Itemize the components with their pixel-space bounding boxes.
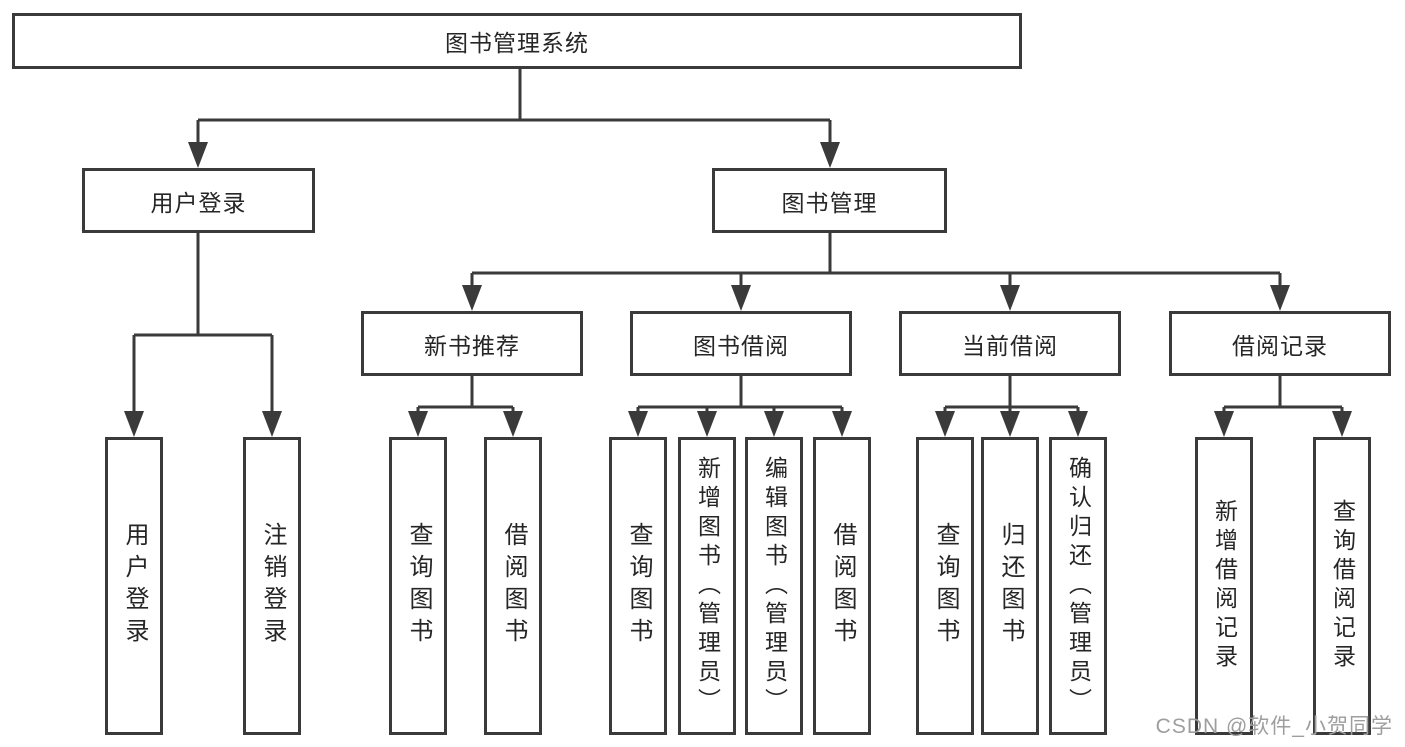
connector-root-to-level2: [188, 68, 840, 168]
node-leaf-logout: 注销登录: [243, 437, 301, 735]
node-leaf-confirm-return-admin-label: 确认归还（管理员）: [1065, 455, 1092, 717]
node-leaf-add-book-admin: 新增图书（管理员）: [678, 437, 736, 735]
node-leaf-add-book-admin-label: 新增图书（管理员）: [694, 455, 721, 717]
node-borrow-records: 借阅记录: [1169, 311, 1391, 376]
node-leaf-query-book-3-label: 查询图书: [932, 522, 959, 650]
node-leaf-borrow-book-1-label: 借阅图书: [500, 522, 527, 650]
node-user-login-module: 用户登录: [82, 168, 315, 233]
node-leaf-query-borrow-record-label: 查询借阅记录: [1329, 499, 1356, 673]
node-book-management-module: 图书管理: [712, 168, 947, 233]
node-book-borrow-label: 图书借阅: [693, 332, 789, 359]
node-leaf-borrow-book-2: 借阅图书: [813, 437, 871, 735]
node-new-book-recommend-label: 新书推荐: [424, 332, 520, 359]
node-leaf-edit-book-admin-label: 编辑图书（管理员）: [761, 455, 788, 717]
connector-borrow-to-leaves: [628, 376, 852, 437]
node-current-borrow-label: 当前借阅: [962, 332, 1058, 359]
node-leaf-user-login: 用户登录: [105, 437, 163, 735]
node-leaf-query-book-2: 查询图书: [609, 437, 667, 735]
connector-records-to-leaves: [1214, 376, 1352, 437]
csdn-watermark: CSDN @软件_小贺同学: [1155, 715, 1393, 738]
node-leaf-logout-label: 注销登录: [259, 522, 286, 650]
node-leaf-return-book-label: 归还图书: [997, 522, 1024, 650]
node-leaf-query-borrow-record: 查询借阅记录: [1313, 437, 1371, 735]
node-current-borrow: 当前借阅: [899, 311, 1121, 376]
node-root-system: 图书管理系统: [12, 13, 1022, 69]
node-new-book-recommend: 新书推荐: [361, 311, 583, 376]
node-leaf-add-borrow-record-label: 新增借阅记录: [1211, 499, 1238, 673]
node-root-system-label: 图书管理系统: [445, 30, 589, 56]
connector-userlogin-to-leaves: [124, 232, 282, 437]
node-leaf-query-book-3: 查询图书: [916, 437, 974, 735]
node-leaf-query-book-1-label: 查询图书: [405, 522, 432, 650]
node-user-login-module-label: 用户登录: [150, 189, 247, 216]
node-leaf-user-login-label: 用户登录: [121, 522, 148, 650]
node-book-management-module-label: 图书管理: [781, 189, 878, 216]
connector-bookmgmt-to-level3: [462, 233, 1290, 311]
connector-current-to-leaves: [935, 376, 1088, 437]
node-leaf-borrow-book-2-label: 借阅图书: [829, 522, 856, 650]
node-borrow-records-label: 借阅记录: [1232, 332, 1328, 359]
connector-newbooks-to-leaves: [408, 376, 523, 437]
node-leaf-edit-book-admin: 编辑图书（管理员）: [745, 437, 803, 735]
node-leaf-return-book: 归还图书: [981, 437, 1039, 735]
node-leaf-add-borrow-record: 新增借阅记录: [1195, 437, 1253, 735]
node-leaf-query-book-2-label: 查询图书: [625, 522, 652, 650]
node-leaf-borrow-book-1: 借阅图书: [484, 437, 542, 735]
node-leaf-confirm-return-admin: 确认归还（管理员）: [1049, 437, 1107, 735]
node-book-borrow: 图书借阅: [630, 311, 852, 376]
node-leaf-query-book-1: 查询图书: [389, 437, 447, 735]
